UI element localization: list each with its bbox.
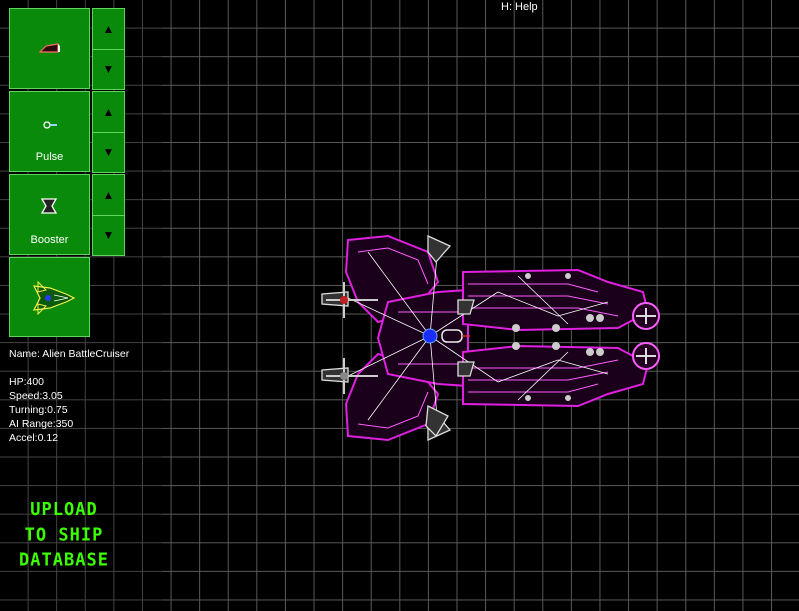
stat-accel: Accel:0.12 <box>9 432 59 444</box>
part-order-controls-3: ▲ ▼ <box>92 174 125 256</box>
help-hint: H: Help <box>501 1 538 13</box>
upload-line-3: DATABASE <box>19 549 109 571</box>
move-down-button[interactable]: ▼ <box>102 62 115 76</box>
upload-to-ship-database-button[interactable]: UPLOAD TO SHIP DATABASE <box>14 497 114 573</box>
ship-core <box>422 328 438 344</box>
upper-nacelle <box>462 268 650 332</box>
ship-preview-icon <box>32 280 76 316</box>
part-tile-pulse[interactable]: Pulse <box>9 91 90 172</box>
part-order-controls-1: ▲ ▼ <box>92 8 125 90</box>
stat-speed: Speed:3.05 <box>9 390 63 402</box>
part-order-controls-2: ▲ ▼ <box>92 91 125 173</box>
thruster-part-icon <box>38 43 60 53</box>
stat-ai-range: AI Range:350 <box>9 418 74 430</box>
upload-line-1: UPLOAD <box>30 499 98 521</box>
ship-canvas-alien-battlecruiser[interactable] <box>318 232 668 444</box>
move-down-button[interactable]: ▼ <box>102 145 115 159</box>
upload-line-2: TO SHIP <box>24 524 104 546</box>
left-panel: ▲ ▼ Pulse ▲ ▼ Booster ▲ ▼ <box>0 0 162 611</box>
ship-stats: Name: Alien BattleCruiser HP:400 Speed:3… <box>9 347 129 445</box>
stat-turning: Turning:0.75 <box>9 404 68 416</box>
engine-upper <box>457 299 475 315</box>
move-down-button[interactable]: ▼ <box>102 228 115 242</box>
lower-nacelle <box>462 344 650 408</box>
pulse-gun-icon <box>43 121 57 129</box>
fin-upper <box>427 234 452 264</box>
engine-lower <box>457 361 475 377</box>
fin-lower-2 <box>425 404 449 438</box>
ship-preview-tile[interactable] <box>9 257 90 337</box>
booster-icon <box>40 198 58 214</box>
part-label: Pulse <box>35 151 64 163</box>
part-label: Booster <box>30 234 69 246</box>
part-tile-booster[interactable]: Booster <box>9 174 90 255</box>
part-tile-thruster[interactable] <box>9 8 90 89</box>
ship-name: Name: Alien BattleCruiser <box>9 348 130 360</box>
move-up-button[interactable]: ▲ <box>93 92 124 133</box>
move-up-button[interactable]: ▲ <box>93 175 124 216</box>
stat-hp: HP:400 <box>9 376 45 388</box>
move-up-button[interactable]: ▲ <box>93 9 124 50</box>
